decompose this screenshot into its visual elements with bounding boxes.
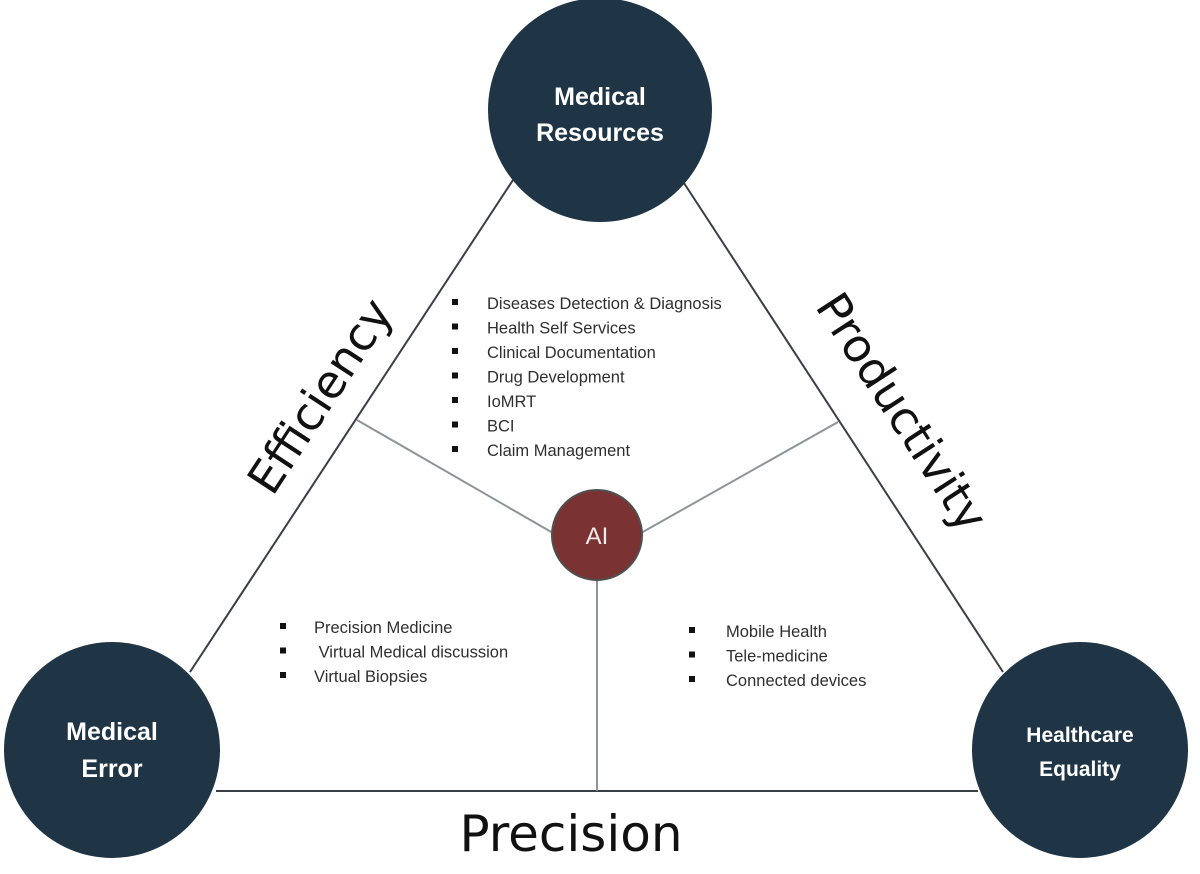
bullet-icon: [280, 623, 286, 629]
edge-efficiency: [189, 179, 514, 673]
list-item: Clinical Documentation: [487, 344, 656, 362]
edge-productivity: [681, 179, 1004, 673]
bullet-icon: [452, 397, 458, 403]
spoke-left: [356, 419, 554, 534]
node-medical-error: Medical Error: [4, 642, 220, 858]
list-item: BCI: [487, 418, 515, 436]
bullet-icon: [689, 676, 695, 682]
bullet-icon: [280, 647, 286, 654]
node-label-line: Healthcare: [1026, 724, 1133, 747]
axis-label-precision: Precision: [459, 805, 682, 863]
node-label-line: Equality: [1039, 758, 1121, 781]
node-label-line: Medical: [66, 718, 158, 746]
list-item: Precision Medicine: [314, 619, 452, 637]
list-item: Diseases Detection & Diagnosis: [487, 295, 722, 313]
bullet-icon: [689, 651, 695, 658]
list-item: Connected devices: [726, 672, 866, 690]
bullet-icon: [452, 372, 458, 379]
bullet-icon: [280, 672, 286, 678]
spoke-right: [640, 421, 839, 534]
node-label-line: Resources: [536, 119, 664, 147]
list-item: Virtual Medical discussion: [314, 644, 508, 662]
list-item: Tele-medicine: [726, 648, 828, 666]
list-item: Drug Development: [487, 369, 625, 387]
list-item: Virtual Biopsies: [314, 668, 427, 686]
bullet-icon: [689, 627, 695, 633]
ai-label: AI: [586, 523, 609, 550]
list-item: Health Self Services: [487, 320, 636, 338]
node-medical-resources: Medical Resources: [488, 0, 712, 222]
bullet-icon: [452, 348, 458, 354]
bullet-icon: [452, 299, 458, 305]
axis-label-efficiency: Efficiency: [237, 289, 404, 504]
list-precision-applications: Precision Medicine Virtual Medical discu…: [280, 619, 508, 686]
bullet-icon: [452, 323, 458, 330]
node-label-line: Error: [81, 755, 142, 783]
node-healthcare-equality: Healthcare Equality: [972, 642, 1188, 858]
list-item: IoMRT: [487, 393, 536, 411]
list-item: Mobile Health: [726, 623, 827, 641]
list-item: Claim Management: [487, 442, 630, 460]
bullet-icon: [452, 421, 458, 428]
node-label-line: Medical: [554, 83, 646, 111]
bullet-icon: [452, 446, 458, 452]
node-ai: AI: [551, 489, 643, 581]
